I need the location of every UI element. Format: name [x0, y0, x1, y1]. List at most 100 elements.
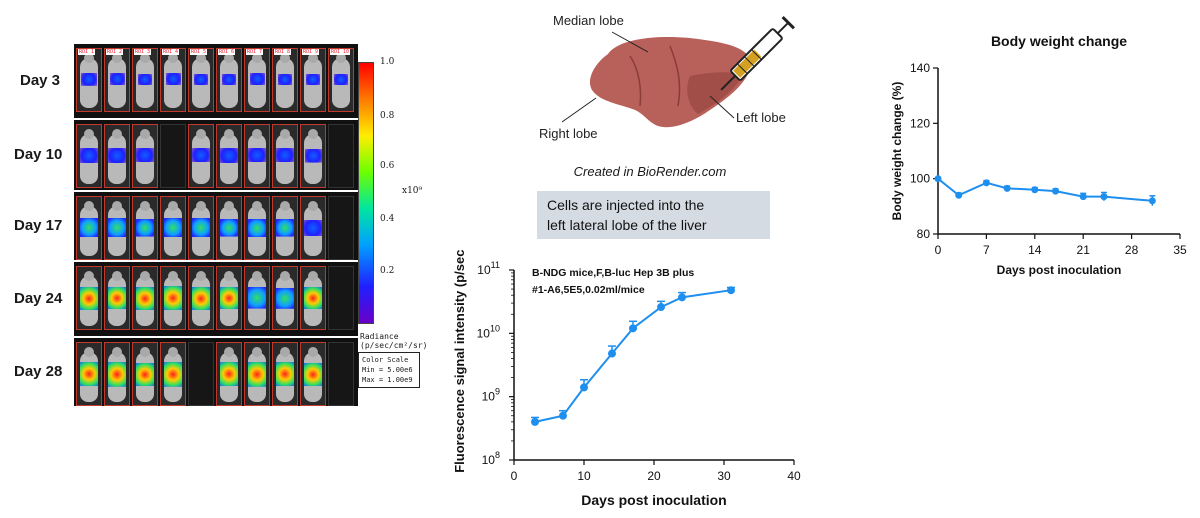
mouse-silhouette: [164, 53, 182, 108]
median-lobe-pointer: [611, 31, 649, 53]
x-tick-label: 0: [935, 243, 942, 257]
mouse-image: ROI 10: [328, 48, 354, 112]
chart-annotation: #1-A6,5E5,0.02ml/mice: [532, 284, 645, 296]
x-tick-label: 28: [1125, 243, 1139, 257]
mouse-silhouette: [276, 53, 294, 108]
data-point: [982, 179, 990, 187]
x-axis-label: Days post inoculation: [581, 492, 726, 508]
x-tick-label: 0: [511, 469, 518, 483]
scale-tick: 1.0: [380, 57, 395, 67]
ivis-row: [74, 338, 358, 406]
y-axis-label: Body weight change (%): [890, 82, 904, 221]
mouse-silhouette: [136, 347, 154, 402]
mouse-image: [188, 266, 214, 330]
mouse-image: [188, 196, 214, 260]
color-scale-bar: [358, 62, 374, 324]
data-point: [1052, 187, 1060, 195]
mouse-silhouette: [164, 271, 182, 326]
data-point: [678, 293, 686, 302]
color-scale-box: Color Scale Min = 5.00e6 Max = 1.00e9: [358, 352, 420, 388]
mouse-silhouette: [192, 53, 210, 108]
color-scale-min: Min = 5.00e6: [362, 366, 413, 374]
data-point: [727, 286, 735, 295]
mouse-image: [272, 124, 298, 188]
mouse-silhouette: [80, 271, 98, 326]
roi-label: ROI 1: [78, 49, 96, 55]
mouse-silhouette: [304, 129, 322, 184]
x-tick-label: 7: [983, 243, 990, 257]
y-tick-label: 108: [482, 450, 500, 467]
empty-slot: [328, 124, 354, 188]
x-tick-label: 14: [1028, 243, 1042, 257]
mouse-silhouette: [248, 53, 266, 108]
roi-label: ROI 4: [162, 49, 180, 55]
mouse-silhouette: [304, 347, 322, 402]
mouse-silhouette: [108, 53, 126, 108]
mouse-silhouette: [192, 201, 210, 256]
mouse-silhouette: [80, 129, 98, 184]
mouse-image: [132, 342, 158, 406]
median-lobe-label: Median lobe: [553, 13, 624, 28]
y-tick-label: 100: [910, 172, 930, 186]
data-point: [1148, 197, 1156, 205]
data-point: [559, 411, 567, 420]
syringe-icon: [720, 15, 796, 91]
mouse-image: [300, 196, 326, 260]
empty-slot: [328, 342, 354, 406]
series-line: [937, 177, 1153, 202]
mouse-image: ROI 6: [216, 48, 242, 112]
data-point: [1100, 193, 1108, 201]
liver-lobe-line: [629, 45, 681, 107]
radiance-units: (p/sec/cm²/sr): [360, 341, 428, 350]
data-point: [629, 324, 637, 333]
mouse-image: [300, 124, 326, 188]
y-tick-label: 109: [482, 387, 500, 404]
mouse-image: [160, 266, 186, 330]
mouse-image: [272, 196, 298, 260]
data-point: [657, 303, 665, 312]
data-point: [608, 349, 616, 358]
mouse-image: [272, 266, 298, 330]
left-lobe-label: Left lobe: [736, 110, 786, 125]
liver-illustration: [561, 15, 796, 128]
mouse-silhouette: [276, 347, 294, 402]
roi-label: ROI 3: [134, 49, 152, 55]
series-line: [534, 289, 732, 423]
mouse-silhouette: [80, 201, 98, 256]
mouse-image: [300, 266, 326, 330]
mouse-image: [76, 266, 102, 330]
roi-label: ROI 7: [246, 49, 264, 55]
mouse-silhouette: [220, 347, 238, 402]
color-scale-max: Max = 1.00e9: [362, 376, 413, 384]
note-line-1: Cells are injected into the: [547, 197, 705, 213]
roi-label: ROI 2: [106, 49, 124, 55]
x-axis-label: Days post inoculation: [997, 263, 1122, 277]
mouse-image: [216, 342, 242, 406]
scale-tick: 0.2: [380, 266, 395, 276]
data-point: [955, 191, 963, 199]
empty-slot: [160, 124, 186, 188]
day-label: Day 24: [14, 290, 63, 307]
mouse-image: ROI 9: [300, 48, 326, 112]
mouse-silhouette: [248, 201, 266, 256]
mouse-silhouette: [304, 271, 322, 326]
mouse-silhouette: [276, 201, 294, 256]
empty-slot: [328, 266, 354, 330]
roi-label: ROI 9: [302, 49, 320, 55]
scale-tick: 0.6: [380, 161, 395, 171]
x-tick-label: 21: [1077, 243, 1091, 257]
data-point: [1031, 186, 1039, 194]
mouse-silhouette: [108, 271, 126, 326]
note-line-2: left lateral lobe of the liver: [547, 217, 707, 233]
mouse-image: [132, 196, 158, 260]
mouse-image: [76, 124, 102, 188]
mouse-silhouette: [108, 347, 126, 402]
roi-label: ROI 8: [274, 49, 292, 55]
scale-tick: 0.8: [380, 111, 395, 121]
y-tick-label: 1010: [477, 323, 500, 340]
x-tick-label: 10: [577, 469, 591, 483]
mouse-image: [188, 124, 214, 188]
data-point: [1079, 193, 1087, 201]
